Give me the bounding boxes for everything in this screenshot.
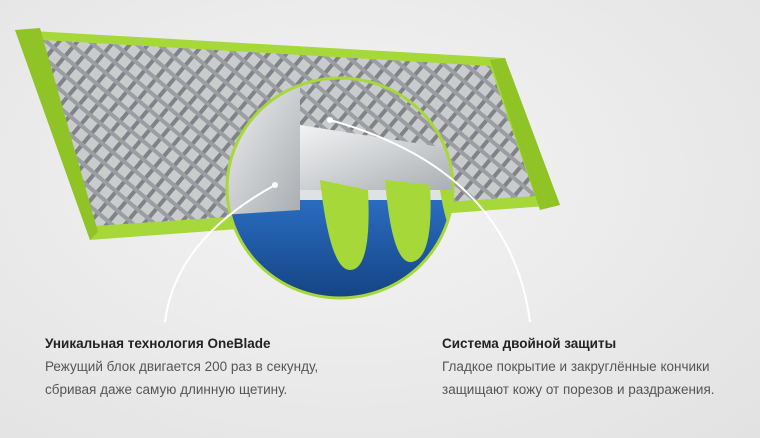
leader-line-right [329,119,531,323]
feature-oneblade: Уникальная технология OneBlade Режущий б… [45,332,318,401]
feature-text: защищают кожу от порезов и раздражения. [442,382,715,397]
feature-text: сбривая даже самую длинную щетину. [45,382,288,397]
feature-title: Уникальная технология OneBlade [45,336,271,351]
feature-text: Режущий блок двигается 200 раз в секунду… [45,359,319,374]
feature-title: Система двойной защиты [442,336,617,351]
leader-line-left [164,184,276,323]
lens-rim [225,76,455,300]
feature-text: Гладкое покрытие и закруглённые кончики [442,359,710,374]
feature-double-protection: Система двойной защиты Гладкое покрытие … [442,332,715,401]
